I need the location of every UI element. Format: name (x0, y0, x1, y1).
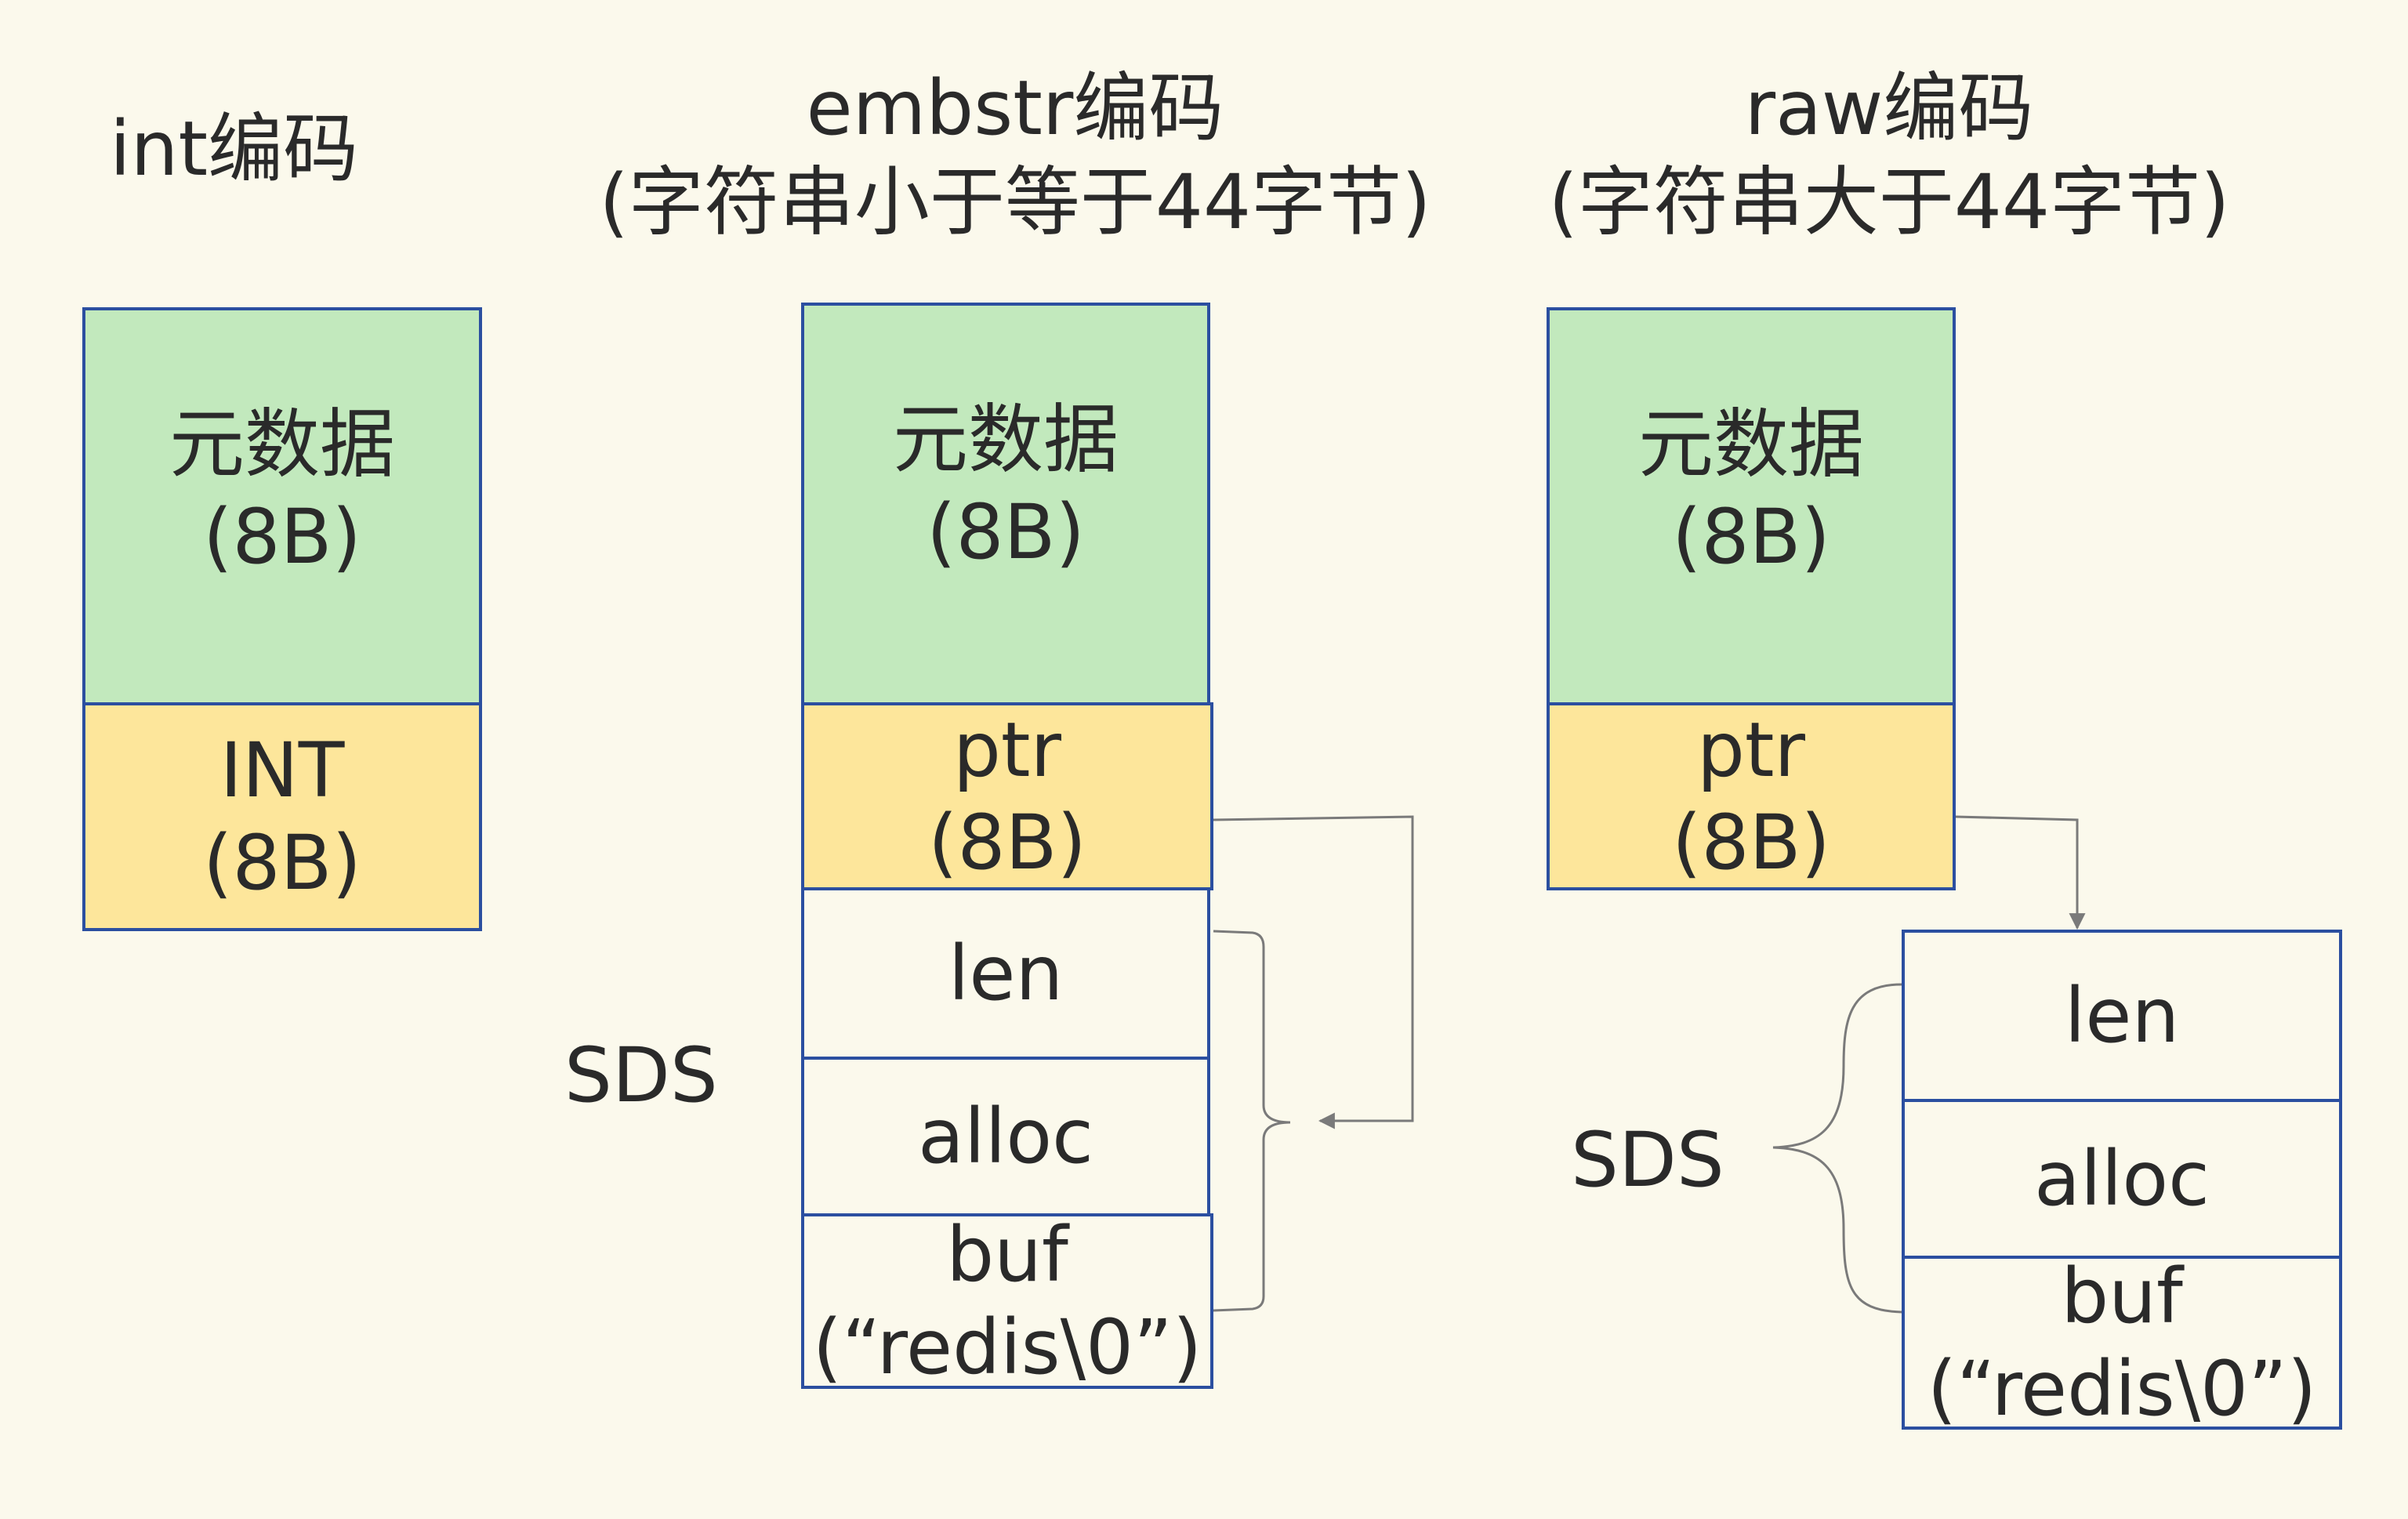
raw-pointer-arrow (1955, 815, 2086, 930)
embstr-sds-alloc-field: alloc (801, 1057, 1210, 1216)
raw-sds-label: SDS (1571, 1116, 1724, 1204)
int-value-label: INT (219, 727, 345, 814)
raw-title-line2: (字符串大于44字节) (1548, 158, 2230, 246)
embstr-title-line2: (字符串小于等于44字节) (599, 158, 1431, 246)
embstr-len-label: len (948, 930, 1064, 1017)
int-encoding-title: int编码 (110, 105, 359, 193)
raw-sds-brace (1772, 983, 1902, 1314)
raw-buf-label: buf (2061, 1253, 2183, 1340)
embstr-ptr-size: (8B) (928, 799, 1086, 886)
embstr-title-line1: embstr编码 (806, 64, 1224, 152)
int-value-block: INT (8B) (82, 702, 482, 931)
raw-ptr-label: ptr (1696, 706, 1806, 794)
embstr-ptr-label: ptr (952, 706, 1062, 794)
raw-buf-content: (“redis\0”) (1927, 1345, 2317, 1433)
embstr-pointer-arrow (1213, 815, 1414, 1129)
embstr-ptr-block: ptr (8B) (801, 702, 1213, 890)
raw-metadata-size: (8B) (1672, 493, 1830, 581)
embstr-buf-label: buf (946, 1211, 1068, 1299)
embstr-encoding-title: embstr编码 (字符串小于等于44字节) (549, 61, 1481, 249)
raw-metadata-label: 元数据 (1638, 401, 1864, 488)
int-metadata-label: 元数据 (169, 401, 395, 488)
embstr-metadata-size: (8B) (927, 488, 1085, 576)
int-metadata-block: 元数据 (8B) (82, 307, 482, 705)
raw-encoding-title: raw编码 (字符串大于44字节) (1474, 61, 2305, 249)
embstr-metadata-label: 元数据 (893, 396, 1119, 484)
embstr-sds-buf-field: buf (“redis\0”) (801, 1211, 1213, 1391)
embstr-alloc-label: alloc (918, 1093, 1093, 1180)
int-value-size: (8B) (203, 819, 361, 907)
embstr-sds-label: SDS (564, 1031, 718, 1119)
raw-title-line1: raw编码 (1744, 64, 2034, 152)
raw-ptr-size: (8B) (1672, 799, 1830, 886)
embstr-metadata-block: 元数据 (8B) (801, 303, 1210, 705)
int-metadata-size: (8B) (203, 493, 361, 581)
raw-len-label: len (2064, 972, 2180, 1060)
raw-ptr-block: ptr (8B) (1547, 702, 1956, 890)
raw-sds-buf-field: buf (“redis\0”) (1902, 1253, 2342, 1433)
embstr-sds-bracket (1213, 930, 1291, 1312)
embstr-buf-content: (“redis\0”) (812, 1303, 1202, 1391)
raw-sds-alloc-field: alloc (1902, 1099, 2342, 1259)
raw-metadata-block: 元数据 (8B) (1547, 307, 1956, 705)
raw-alloc-label: alloc (2034, 1135, 2210, 1223)
